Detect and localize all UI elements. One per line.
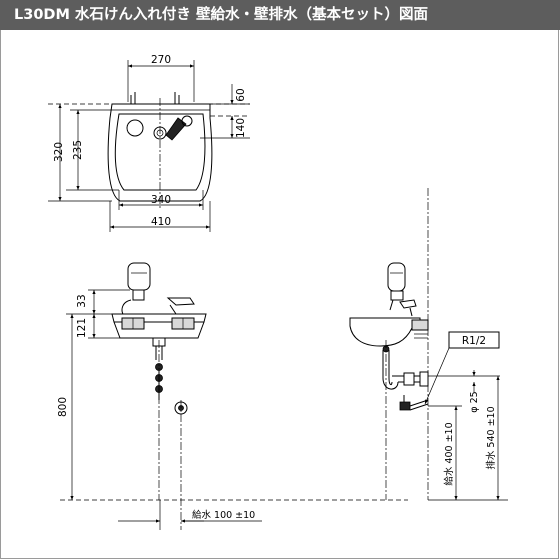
dim-60-label: 60 xyxy=(235,88,247,101)
dim-121-label: 121 xyxy=(76,318,88,338)
front-view: 33 121 800 給水 100 ±10 xyxy=(57,262,408,530)
dim-25-label: φ 25 xyxy=(469,391,480,412)
dim-270-label: 270 xyxy=(151,54,171,66)
dim-320-label: 320 xyxy=(53,142,65,162)
drawing-frame xyxy=(0,30,559,559)
drain-540-label: 排水 540 ±10 xyxy=(485,406,497,469)
dim-33-label: 33 xyxy=(76,294,88,307)
supply-100-label: 給水 100 ±10 xyxy=(192,509,255,521)
dim-235-label: 235 xyxy=(72,140,84,160)
page-title: L30DM 水石けん入れ付き 壁給水・壁排水（基本セット）図面 xyxy=(0,0,560,30)
top-view: 270 xyxy=(48,54,250,232)
dim-410-label: 410 xyxy=(151,216,171,228)
thread-label: R1/2 xyxy=(462,335,486,347)
supply-400-label: 給水 400 ±10 xyxy=(443,422,455,485)
dim-800-label: 800 xyxy=(57,397,69,417)
dim-340-label: 340 xyxy=(151,194,171,206)
dim-140-label: 140 xyxy=(235,118,247,138)
side-view: R1/2 φ 25 給水 400 ±10 排水 540 ±10 xyxy=(349,188,508,501)
